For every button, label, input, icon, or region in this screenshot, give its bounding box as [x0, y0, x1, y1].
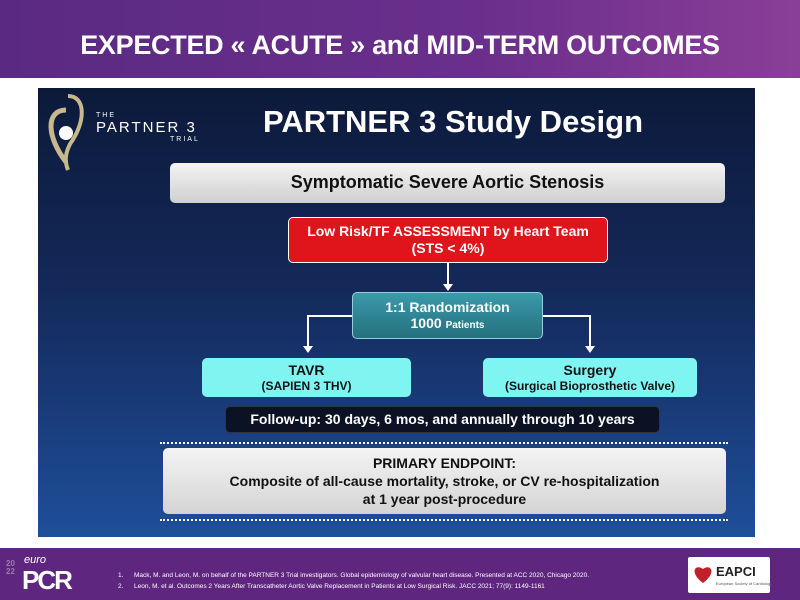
- endpoint-line2: at 1 year post-procedure: [362, 491, 527, 508]
- header-bar: EXPECTED « ACUTE » and MID-TERM OUTCOMES: [0, 0, 800, 78]
- reference-item: 1. Mack, M. and Leon, M. on behalf of the…: [118, 570, 589, 581]
- ref-number: 1.: [118, 572, 124, 579]
- arrow-down: [447, 263, 449, 285]
- endpoint-line1: Composite of all-cause mortality, stroke…: [229, 472, 660, 489]
- patient-count: 1000: [410, 315, 442, 332]
- europcr-logo: 2022 euro PCR: [6, 554, 86, 596]
- surgery-box: Surgery (Surgical Bioprosthetic Valve): [483, 358, 697, 397]
- followup-box: Follow-up: 30 days, 6 mos, and annually …: [225, 406, 660, 433]
- arrow-right-v: [589, 315, 591, 347]
- arm-name: TAVR: [288, 361, 325, 378]
- logo-year: 2022: [6, 559, 15, 576]
- randomization-label: 1:1 Randomization: [385, 298, 510, 315]
- eapci-sub: European Society of Cardiology: [716, 581, 773, 586]
- arm-detail: (SAPIEN 3 THV): [261, 378, 352, 393]
- arrow-head-icon: [585, 346, 595, 353]
- arrow-left-v: [307, 315, 309, 347]
- eapci-name: EAPCI: [716, 564, 756, 579]
- followup-text: Follow-up: 30 days, 6 mos, and annually …: [250, 411, 635, 428]
- slide-image: THE PARTNER 3 TRIAL PARTNER 3 Study Desi…: [38, 88, 755, 537]
- logo-pcr: PCR: [22, 565, 73, 595]
- endpoint-box: PRIMARY ENDPOINT: Composite of all-cause…: [163, 448, 726, 514]
- patient-unit: Patients: [445, 320, 485, 332]
- arm-name: Surgery: [563, 361, 617, 378]
- ref-number: 2.: [118, 583, 124, 590]
- arrow-head-icon: [303, 346, 313, 353]
- tavr-box: TAVR (SAPIEN 3 THV): [202, 358, 411, 397]
- reference-item: 2. Leon, M. et al. Outcomes 2 Years After…: [118, 581, 589, 592]
- logo-euro: euro: [24, 554, 47, 566]
- logo-trial: TRIAL: [170, 136, 200, 143]
- ref-text: Leon, M. et al. Outcomes 2 Years After T…: [134, 583, 545, 590]
- footer-bar: 2022 euro PCR: [0, 548, 800, 600]
- heart-icon: [694, 567, 712, 583]
- arm-detail: (Surgical Bioprosthetic Valve): [504, 378, 676, 393]
- partner3-logo: THE PARTNER 3 TRIAL: [46, 92, 206, 171]
- endpoint-title: PRIMARY ENDPOINT:: [372, 454, 517, 471]
- slide-title: PARTNER 3 Study Design: [262, 104, 644, 139]
- divider-bottom: [160, 519, 728, 521]
- assessment-box: Low Risk/TF ASSESSMENT by Heart Team (ST…: [288, 217, 608, 263]
- population-text: Symptomatic Severe Aortic Stenosis: [290, 172, 605, 193]
- divider-top: [160, 442, 728, 444]
- eapci-logo: EAPCI European Society of Cardiology: [688, 557, 773, 593]
- arrow-left-h: [307, 315, 352, 317]
- arrow-head-icon: [443, 284, 453, 291]
- references: 1. Mack, M. and Leon, M. on behalf of the…: [118, 570, 589, 592]
- assessment-line2: (STS < 4%): [411, 240, 485, 256]
- logo-the: THE: [96, 112, 116, 119]
- logo-name: PARTNER 3: [96, 119, 197, 136]
- page-title: EXPECTED « ACUTE » and MID-TERM OUTCOMES: [80, 30, 720, 60]
- heart-swoosh-icon: [48, 94, 84, 171]
- randomization-box: 1:1 Randomization 1000 Patients: [352, 292, 543, 339]
- arrow-right-h: [543, 315, 590, 317]
- assessment-line1: Low Risk/TF ASSESSMENT by Heart Team: [307, 223, 589, 240]
- ref-text: Mack, M. and Leon, M. on behalf of the P…: [134, 572, 590, 579]
- population-box: Symptomatic Severe Aortic Stenosis: [170, 163, 725, 203]
